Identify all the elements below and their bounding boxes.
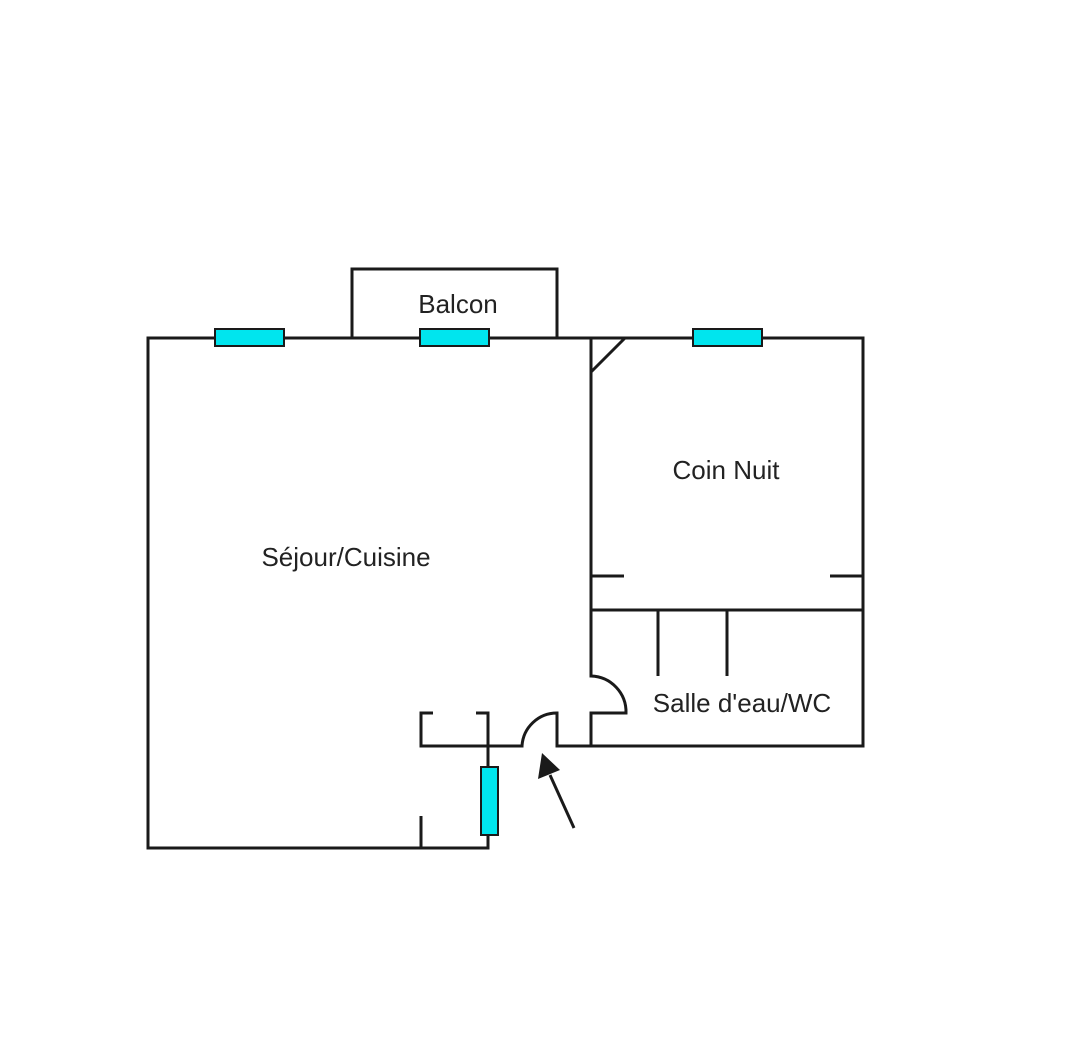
sleeping-area-label: Coin Nuit — [673, 455, 781, 485]
entrance-arrow-head — [538, 753, 560, 779]
balcony-outline — [350, 267, 559, 340]
window-sleeping-area — [692, 328, 763, 347]
bedroom-door-swing — [589, 336, 627, 374]
bathroom-door-swing — [590, 674, 628, 715]
bathroom-wc-label: Salle d'eau/WC — [653, 688, 831, 718]
entrance-arrow-shaft — [548, 774, 576, 829]
window-living-balcony — [419, 328, 490, 347]
entrance-door-swing — [520, 711, 559, 747]
balcony-label: Balcon — [418, 289, 498, 319]
doors — [520, 336, 628, 747]
window-living-left — [214, 328, 285, 347]
balcony: Balcon — [350, 267, 559, 340]
outer-walls — [146, 336, 865, 850]
window-entry — [480, 766, 499, 836]
windows — [214, 328, 763, 836]
entry-closet-right — [476, 711, 490, 746]
entry-closet-left — [419, 711, 433, 746]
living-kitchen-label: Séjour/Cuisine — [261, 542, 430, 572]
entrance-arrow-icon — [538, 753, 576, 829]
partitions — [419, 336, 865, 848]
